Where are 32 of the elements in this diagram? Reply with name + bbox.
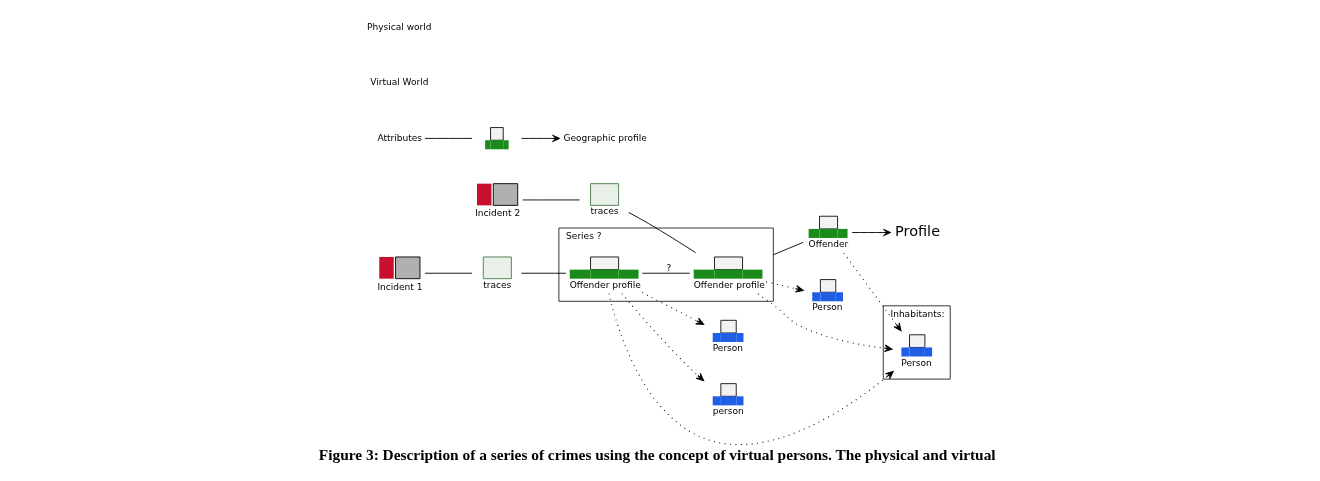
node-label: traces [590,206,619,217]
connector [521,272,567,274]
connector [424,137,473,139]
node-text: Geographic profile [563,133,647,144]
arrow [757,293,893,353]
node-label: Offender profile [569,279,641,290]
node-label: person [712,406,744,417]
connector [424,272,473,274]
node-label: Person [901,357,932,368]
node-label: Incident 2 [475,208,521,219]
arrow [765,281,804,293]
node-label: Offender profile [693,279,765,290]
arrow [521,134,561,143]
arrow [608,293,894,446]
arrow [851,228,892,237]
connector [641,272,691,274]
node-text: Attributes [377,133,423,144]
connector [628,211,697,254]
node-label: Person [712,343,744,354]
label: Virtual World [370,77,429,88]
arrow [621,293,705,382]
node-label: Offender [808,239,849,250]
edge-label: ? [666,262,672,273]
node-text: Profile [895,222,941,239]
arrow [843,252,902,332]
arrow [641,292,705,325]
caption: Figure 3: Description of a series of crimes using the concept of virtual persons. The physical and virtual [318,445,996,463]
node-label: traces [483,279,512,290]
node-label: Person [812,302,843,313]
connector [772,241,804,256]
node-label: Incident 1 [377,281,423,292]
label: Physical world [367,22,432,33]
